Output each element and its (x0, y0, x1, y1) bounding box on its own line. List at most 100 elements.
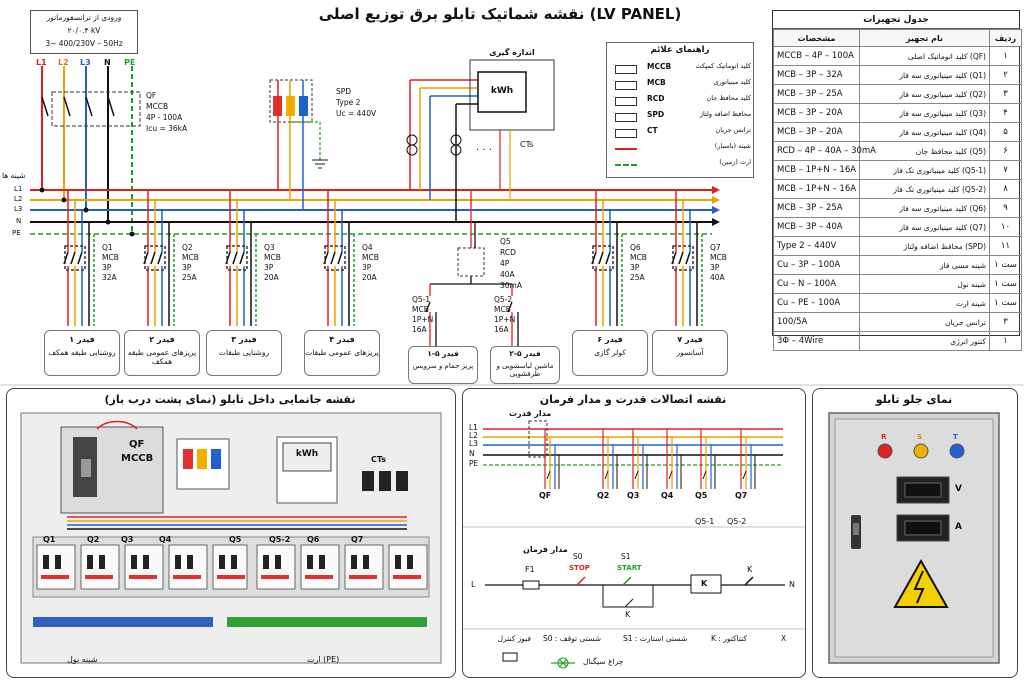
equipment-specs: MCB – 3P – 40A (773, 217, 860, 237)
transformer-box: ورودی از ترانسفورماتور ۲۰/۰.۴ kV 3~ 400/… (30, 10, 138, 54)
equipment-specs: Cu – PE – 100A (773, 293, 860, 313)
pv-breaker-label: QF (539, 491, 552, 500)
breaker-name: Q4 (362, 243, 373, 252)
breaker-contact (598, 251, 604, 265)
busbar-l3: L3 (14, 205, 23, 213)
breaker-frame (324, 245, 346, 271)
equipment-index: ۱ (989, 331, 1022, 351)
sub-l2: 1P+N (494, 315, 516, 324)
mcb-module (212, 544, 248, 590)
breaker-contact (330, 251, 336, 265)
legend-code: MCB (647, 78, 666, 87)
rcd-poles: 4P (500, 259, 510, 268)
kwh-label: kWh (490, 86, 514, 96)
sub-l1: MCB (494, 305, 511, 314)
control-s0: S0 (573, 552, 583, 561)
lv-breaker-label: Q7 (351, 535, 364, 544)
equipment-specs: MCB – 1P+N – 16A (773, 179, 860, 199)
breaker-l1: MCB (710, 253, 727, 262)
equipment-name: کلید مینیاتوری تک فاز (Q5-1) (859, 160, 990, 180)
front-view-title: نمای جلو تابلو (875, 393, 953, 406)
control-l: L (471, 580, 476, 589)
legend-desc: کلید محافظ جان (706, 94, 751, 102)
pv-sub-1: Q5-1 (695, 517, 715, 526)
lv-qf: QF (129, 439, 145, 450)
equipment-specs: RCD – 4P – 40A – 30mA (773, 141, 876, 161)
breaker-l3: 25A (182, 273, 197, 282)
equipment-name: ترانس جریان (859, 312, 990, 332)
sub-l3: 16A (494, 325, 509, 334)
cl-k: K : کنتاکتور (711, 634, 747, 643)
breaker-name: Q6 (630, 243, 641, 252)
equipment-index: ۱ (989, 46, 1022, 66)
sub-feeder-name: فیدر ۵-۲ (509, 349, 541, 358)
qf-type: MCCB (146, 102, 169, 111)
equipment-index: ۳ (989, 312, 1022, 332)
legend-code: RCD (647, 94, 665, 103)
mcb-toggle (351, 555, 357, 569)
equipment-name: کلید مینیاتوری سه فاز (Q7) (859, 217, 990, 237)
control-k-hold: K (625, 610, 631, 619)
equipment-name: کلید مینیاتوری سه فاز (Q3) (859, 103, 990, 123)
legend-desc: کلید اتوماتیک کمپکت (695, 62, 751, 70)
spd-type: Type 2 (336, 98, 361, 107)
mcb-stripe (261, 575, 289, 579)
equipment-index: ۱۱ (989, 236, 1022, 256)
control-k-contact: K (747, 565, 753, 574)
power-control-drawing (463, 420, 805, 669)
mcb-toggle (319, 555, 325, 569)
equipment-name: کلید مینیاتوری تک فاز (Q5-2) (859, 179, 990, 199)
breaker-l2: 3P (710, 263, 720, 272)
mcb-toggle (99, 555, 105, 569)
pv-contact (668, 470, 673, 480)
equipment-specs: MCB – 3P – 20A (773, 122, 860, 142)
mcb-stripe (129, 575, 157, 579)
mcb-toggle (43, 555, 49, 569)
incoming-l3: L3 (80, 58, 91, 67)
svg-text:. . .: . . . (476, 142, 492, 153)
breaker-l2: 3P (182, 263, 192, 272)
feeder-desc: روشنایی طبقه همکف (48, 348, 116, 357)
lv-earth: ارت (PE) (307, 655, 340, 664)
equipment-specs: MCB – 3P – 25A (773, 84, 860, 104)
breaker-contact (678, 251, 684, 265)
breaker-contact (239, 251, 245, 265)
equipment-specs: Cu – 3P – 100A (773, 255, 860, 275)
breaker-frame (226, 245, 248, 271)
pv-contact (546, 470, 551, 480)
equipment-index: ۵ (989, 122, 1022, 142)
power-control-panel: نقشه اتصالات قدرت و مدار فرمان مدار قدرت… (462, 388, 806, 678)
mcb-toggle (263, 555, 269, 569)
breaker-frame (64, 245, 86, 271)
equipment-name: کلید اتوماتیک اصلی (QF) (859, 46, 990, 66)
equipment-specs: Type 2 – 440V (773, 236, 860, 256)
layout-view-title: نقشه جانمایی داخل تابلو (نمای پشت درب با… (104, 393, 356, 406)
lamp-r: R (881, 433, 887, 441)
transformer-line3: 3~ 400/230V – 50Hz (45, 39, 123, 48)
mcb-toggle (231, 555, 237, 569)
mcb-toggle (275, 555, 281, 569)
ammeter-label: A (955, 522, 962, 532)
equipment-name: کلید مینیاتوری سه فاز (Q6) (859, 198, 990, 218)
equipment-index: ۳ (989, 84, 1022, 104)
incoming-pe: PE (124, 58, 136, 67)
cl-s0: S0 : شستی توقف (543, 634, 602, 643)
power-view-title: نقشه اتصالات قدرت و مدار فرمان (539, 393, 727, 406)
control-title: مدار فرمان (523, 545, 568, 554)
control-k-coil: K (701, 579, 708, 588)
cl-s1: S1 : شستی استارت (623, 634, 688, 643)
equipment-index: ۲ (989, 65, 1022, 85)
